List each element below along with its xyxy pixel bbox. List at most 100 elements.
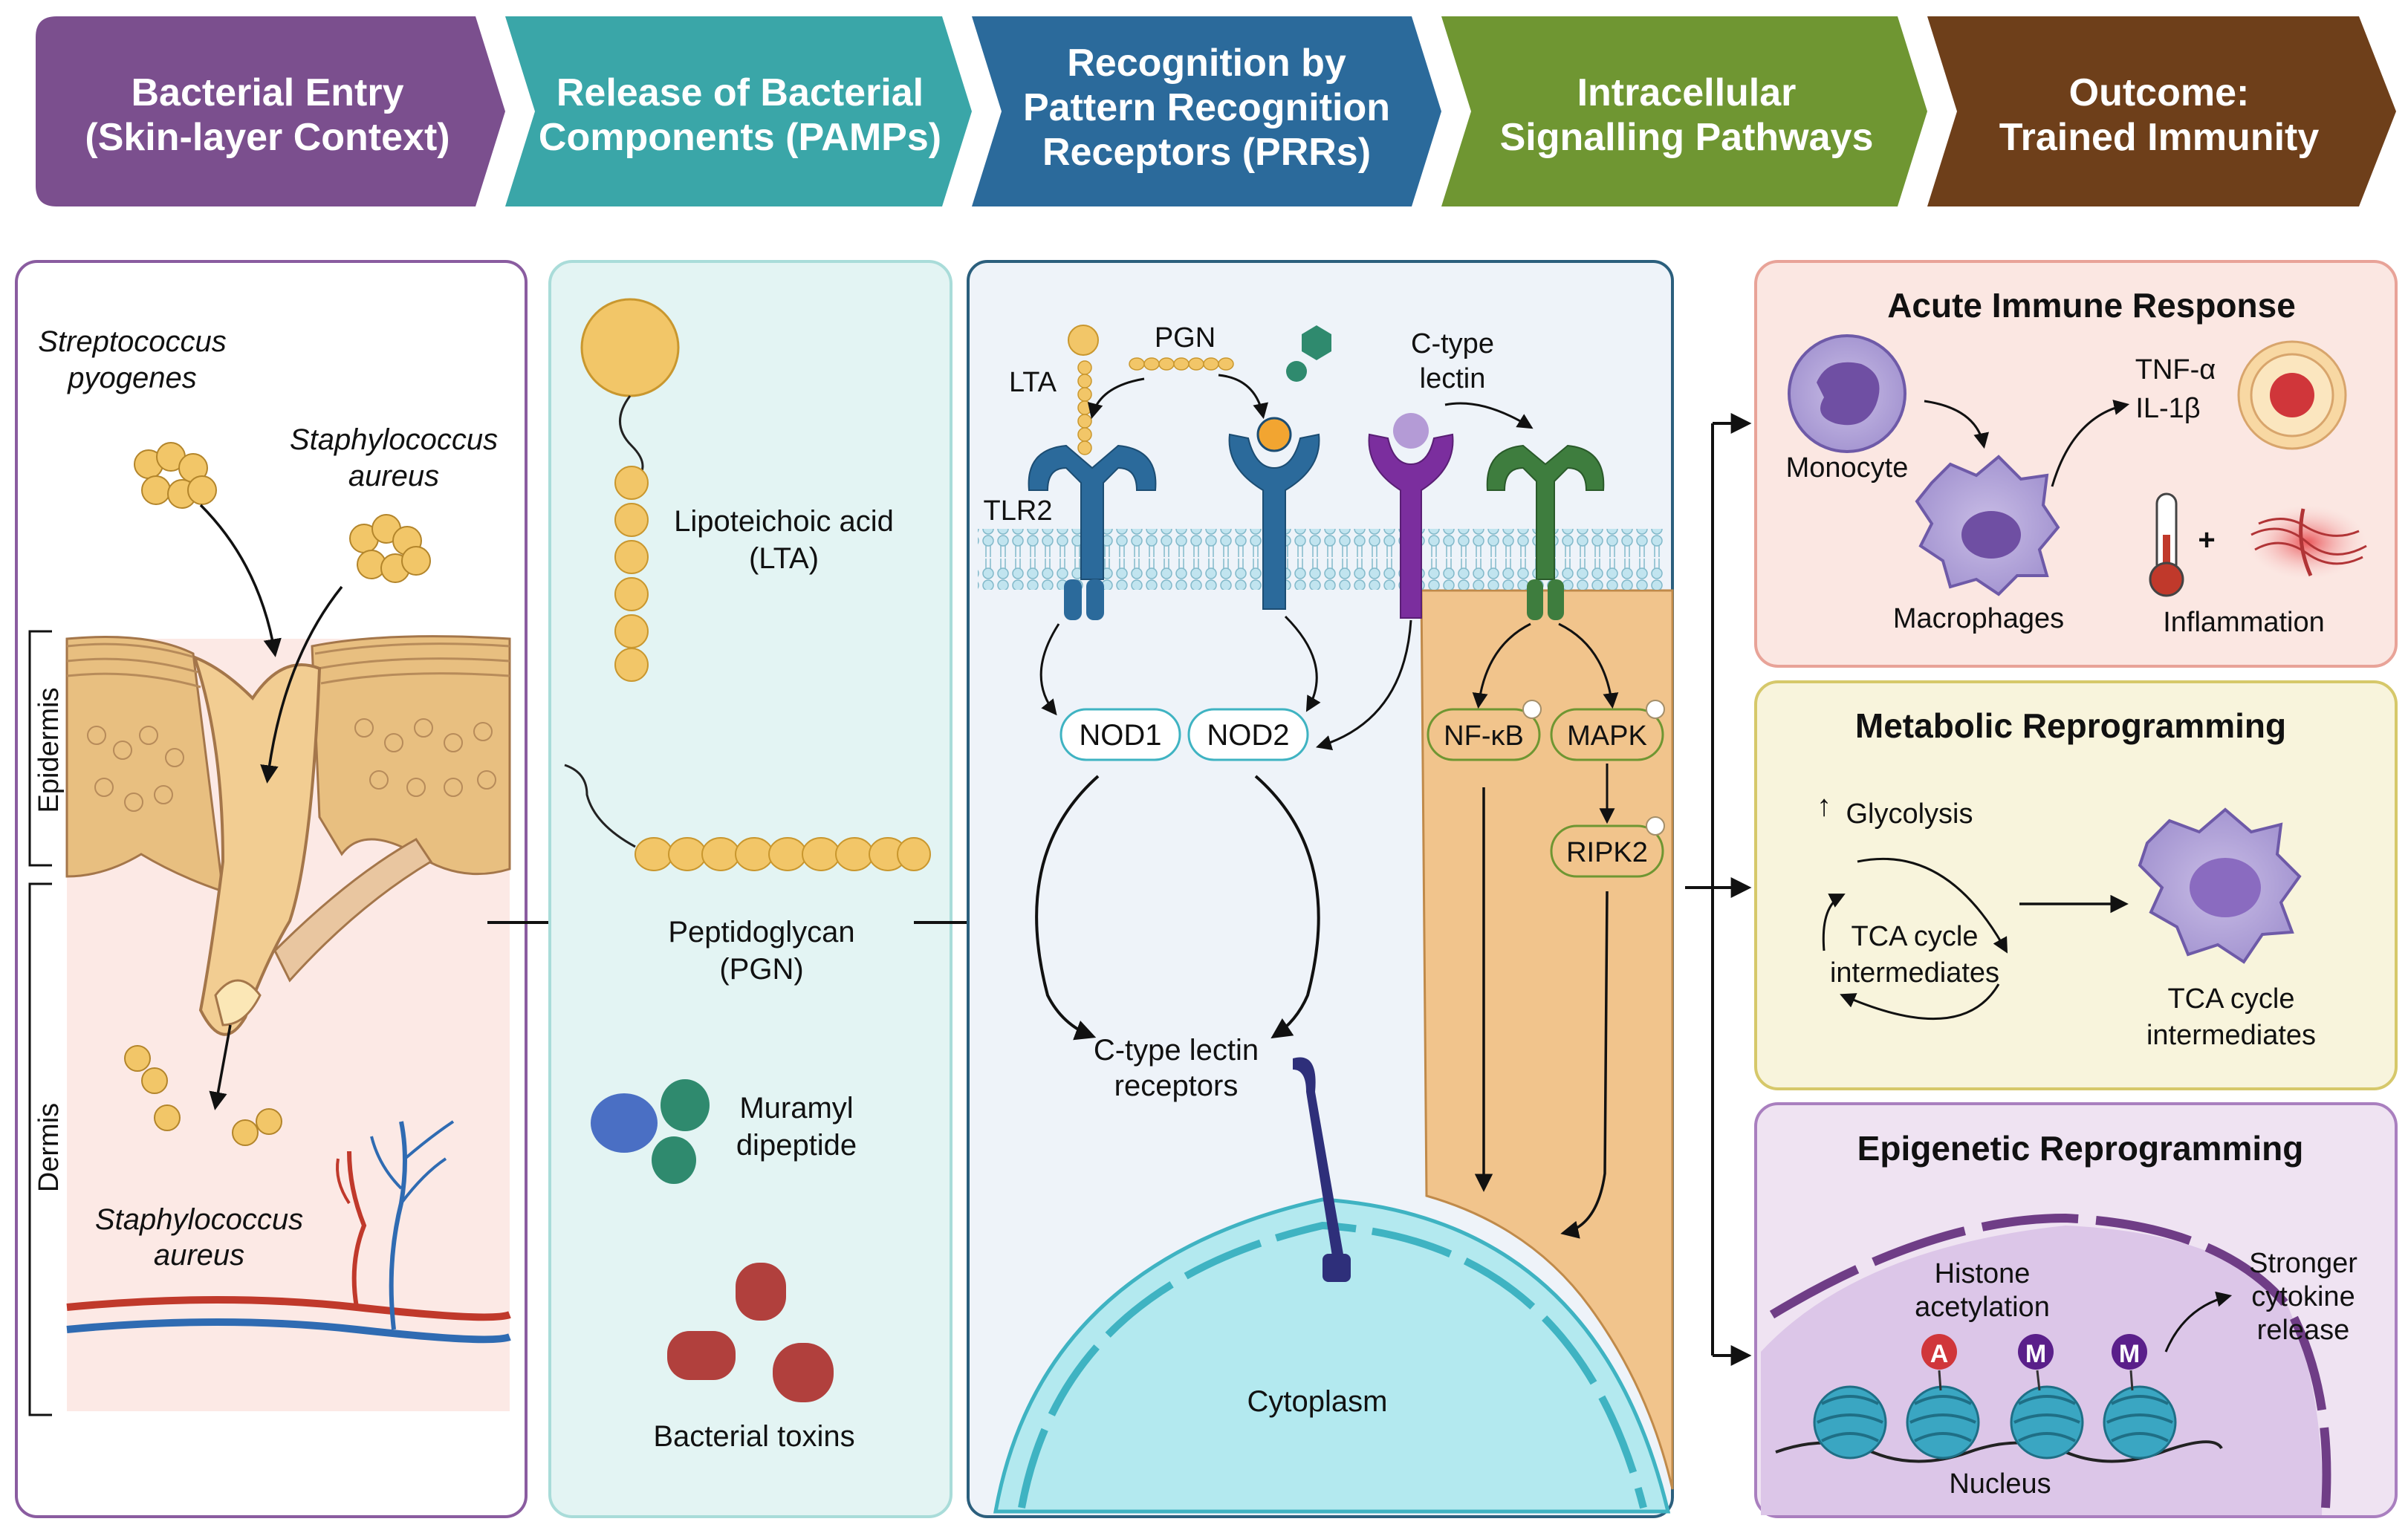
staph-bottom-label-2: aureus: [154, 1239, 244, 1272]
nucleus-label: Nucleus: [1949, 1468, 2051, 1500]
macrophages-label: Macrophages: [1893, 603, 2064, 634]
lta-label-2: (LTA): [749, 542, 819, 575]
header-steps: Bacterial Entry (Skin-layer Context) Rel…: [36, 16, 2396, 206]
staph-bottom-label-1: Staphylococcus: [95, 1203, 303, 1236]
pgn-chain-icon: [635, 837, 931, 871]
epigenetic-title: Epigenetic Reprogramming: [1857, 1129, 2304, 1168]
nfkb-pill: NF-κB: [1427, 700, 1542, 761]
step-1-line1: Bacterial Entry: [131, 71, 403, 114]
step-signalling: Intracellular Signalling Pathways: [1441, 16, 1927, 206]
ripk2-pill: RIPK2: [1550, 816, 1665, 878]
tca2-label-1: TCA cycle: [2167, 983, 2294, 1015]
acute-title: Acute Immune Response: [1887, 286, 2296, 325]
pgn-label-1: Peptidoglycan: [668, 916, 854, 948]
panel-metabolic: Metabolic Reprogramming ↑ Glycolysis TCA…: [1754, 680, 2398, 1090]
panel-prr: Cytoplasm: [967, 260, 1674, 1518]
nucleosome-3-icon: [2010, 1385, 2084, 1459]
nucleosome-2-icon: [1906, 1385, 1980, 1459]
muramyl-dipeptide-icon: [591, 1093, 658, 1153]
panel-skin: Epidermis Dermis Streptococcus pyogenes …: [15, 260, 528, 1518]
green-receptor-icon: [1486, 444, 1605, 620]
hexagon-ligand-icon: [1302, 325, 1331, 360]
staph-top-label-1: Staphylococcus: [290, 423, 498, 456]
ripk2-label: RIPK2: [1566, 837, 1648, 868]
ctype-top-label-1: C-type: [1411, 328, 1494, 359]
pgn-top-label: PGN: [1155, 322, 1216, 354]
plus-label: +: [2198, 524, 2215, 556]
staph-top-label-2: aureus: [348, 460, 439, 492]
methylation-mark-2-icon: [2112, 1334, 2147, 1370]
methylation-mark-1-icon: [2018, 1334, 2054, 1370]
nod2-receptor-icon: [1228, 417, 1320, 610]
bacterial-toxins-icon: [667, 1263, 834, 1402]
clr-label-1: C-type lectin: [1094, 1034, 1259, 1067]
inflammation-icon: [2248, 505, 2367, 579]
step-1-line2: (Skin-layer Context): [85, 116, 450, 159]
metabolic-title: Metabolic Reprogramming: [1855, 706, 2286, 745]
il1-label: IL-1β: [2135, 393, 2200, 424]
nucleosome-1-icon: [1813, 1385, 1887, 1459]
toxins-label: Bacterial toxins: [653, 1420, 854, 1453]
step-2-line2: Components (PAMPs): [539, 116, 941, 159]
tca-label-2: intermediates: [1830, 957, 1999, 989]
step-5-line2: Trained Immunity: [1999, 116, 2320, 159]
md-label-2: dipeptide: [736, 1129, 857, 1162]
step-5-line1: Outcome:: [2069, 71, 2250, 114]
md-label-1: Muramyl: [739, 1092, 853, 1125]
step-2-line1: Release of Bacterial: [556, 71, 924, 114]
cytoplasm-label: Cytoplasm: [1247, 1385, 1388, 1418]
acetylation-mark-icon: [1921, 1334, 1957, 1370]
mark-a-label: A: [1930, 1340, 1949, 1368]
stronger-label-3: release: [2257, 1315, 2350, 1346]
cytokine-target-icon: [2237, 340, 2347, 450]
c-type-lectin-receptor-icon: [1368, 413, 1454, 619]
ctype-top-label-2: lectin: [1420, 363, 1486, 394]
panel-pamps: Lipoteichoic acid (LTA) Peptidoglycan (P…: [548, 260, 953, 1518]
histone-label-1: Histone: [1935, 1258, 2031, 1289]
stronger-label-1: Stronger: [2249, 1248, 2357, 1279]
nod2-pill: NOD2: [1187, 708, 1309, 761]
histone-label-2: acetylation: [1915, 1292, 2050, 1323]
intracellular-receptor-icon: [1293, 1057, 1345, 1266]
mark-m2-label: M: [2119, 1340, 2140, 1368]
panel-epigenetic: Epigenetic Reprogramming Histone acetyla…: [1754, 1102, 2398, 1518]
tca2-label-2: intermediates: [2146, 1020, 2316, 1051]
strep-label-2: pyogenes: [67, 362, 196, 394]
strep-label-1: Streptococcus: [38, 325, 226, 358]
bacteria-cluster-2: [349, 514, 431, 583]
mapk-label: MAPK: [1567, 720, 1647, 752]
lta-top-label: LTA: [1009, 367, 1057, 398]
mapk-pill: MAPK: [1550, 700, 1665, 761]
clr-label-2: receptors: [1114, 1070, 1239, 1102]
nucleosome-4-icon: [2103, 1385, 2177, 1459]
branch-arrows: [1685, 413, 1752, 1366]
step-3-line2: Pattern Recognition: [1023, 86, 1390, 129]
mark-m1-label: M: [2025, 1340, 2046, 1368]
pgn-label-2: (PGN): [719, 953, 803, 986]
step-outcome: Outcome: Trained Immunity: [1927, 16, 2396, 206]
tlr2-label: TLR2: [984, 495, 1053, 527]
epidermis-label: Epidermis: [33, 688, 65, 813]
bacteria-dermis: [124, 1045, 282, 1146]
nucleus-area: [1761, 1226, 2323, 1515]
tnf-label: TNF-α: [2135, 354, 2216, 385]
step-4-line2: Signalling Pathways: [1500, 116, 1874, 159]
glycolysis-arrow: ↑: [1817, 790, 1831, 822]
lta-chain-icon: [614, 466, 649, 682]
lta-label-1: Lipoteichoic acid: [674, 505, 894, 538]
inflammation-label: Inflammation: [2163, 607, 2325, 638]
monocyte-label: Monocyte: [1786, 452, 1909, 484]
dermis-label: Dermis: [33, 1103, 65, 1192]
bacteria-cluster-1: [134, 442, 217, 509]
step-3-line3: Receptors (PRRs): [1042, 131, 1371, 174]
tca-label-1: TCA cycle: [1851, 921, 1978, 952]
step-3-line1: Recognition by: [1067, 42, 1346, 85]
lta-head-icon: [580, 298, 680, 397]
glycolysis-label: Glycolysis: [1846, 798, 1973, 830]
thermometer-icon: [2149, 492, 2184, 597]
nfkb-label: NF-κB: [1444, 720, 1524, 752]
step-4-line1: Intracellular: [1577, 71, 1797, 114]
tlr2-receptor-icon: [1028, 444, 1157, 620]
